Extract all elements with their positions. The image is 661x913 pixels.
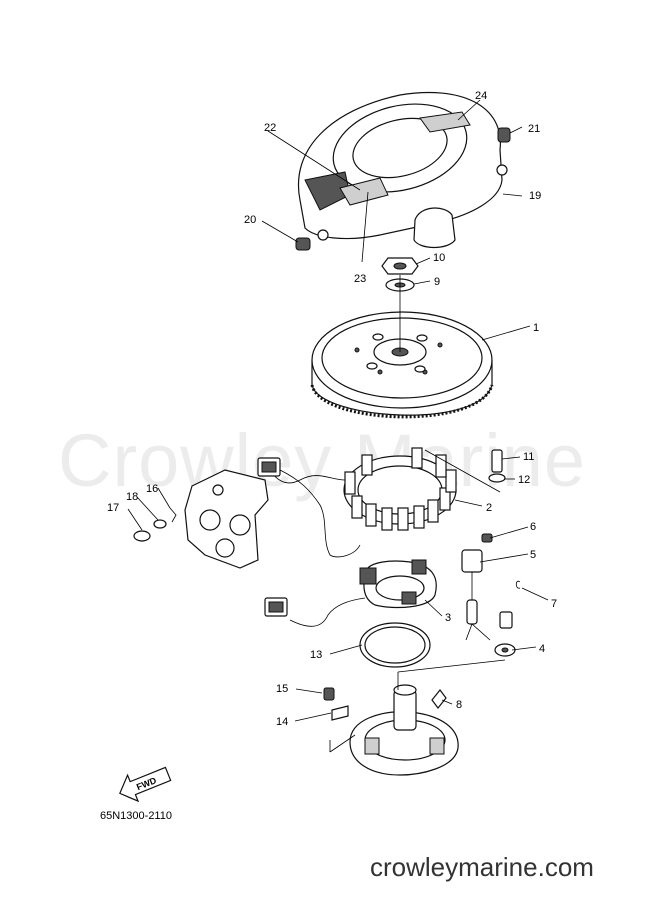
bolt-20 bbox=[295, 237, 311, 251]
plate-14 bbox=[331, 705, 349, 721]
callout-22: 22 bbox=[264, 122, 276, 134]
callout-12: 12 bbox=[518, 474, 530, 486]
stator bbox=[269, 447, 457, 531]
callout-21: 21 bbox=[528, 123, 540, 135]
callout-14: 14 bbox=[276, 716, 288, 728]
callout-20: 20 bbox=[244, 214, 256, 226]
clip-7 bbox=[515, 580, 521, 589]
callout-19: 19 bbox=[529, 190, 541, 202]
callout-9: 9 bbox=[434, 276, 440, 288]
grommet-21 bbox=[497, 127, 511, 143]
callout-1: 1 bbox=[533, 322, 539, 334]
callout-24: 24 bbox=[475, 90, 487, 102]
callout-6: 6 bbox=[530, 521, 536, 533]
callout-3: 3 bbox=[445, 612, 451, 624]
flywheel-cover bbox=[298, 91, 508, 249]
bolt-7b bbox=[499, 611, 513, 629]
leader-lines bbox=[127, 99, 549, 753]
ignition-bracket bbox=[184, 469, 269, 569]
pulser-coil bbox=[264, 559, 437, 627]
site-url: crowleymarine.com bbox=[370, 852, 594, 882]
callout-8: 8 bbox=[456, 699, 462, 711]
washer-18 bbox=[153, 519, 167, 529]
stator-base bbox=[349, 684, 459, 776]
harness-connector bbox=[257, 457, 361, 558]
clip-16 bbox=[169, 507, 177, 523]
clamp-4 bbox=[494, 643, 516, 657]
o-ring bbox=[359, 622, 431, 668]
callout-13: 13 bbox=[310, 649, 322, 661]
callout-16: 16 bbox=[146, 483, 158, 495]
diagram-code: 65N1300-2110 bbox=[100, 810, 172, 822]
bolt-17 bbox=[133, 530, 151, 542]
nut-10 bbox=[381, 257, 419, 275]
bolt-15 bbox=[323, 687, 335, 701]
lead-wire-5 bbox=[461, 549, 491, 641]
callout-17: 17 bbox=[107, 502, 119, 514]
callout-11: 11 bbox=[523, 451, 534, 463]
washer-12 bbox=[488, 473, 506, 483]
callout-10: 10 bbox=[433, 252, 445, 264]
flywheel bbox=[310, 311, 494, 419]
callout-18: 18 bbox=[126, 491, 138, 503]
forward-arrow-icon: FWD bbox=[119, 766, 172, 803]
callout-4: 4 bbox=[539, 643, 545, 655]
callout-7: 7 bbox=[551, 598, 557, 610]
bolt-11 bbox=[491, 449, 503, 473]
callout-5: 5 bbox=[530, 549, 536, 561]
callout-2: 2 bbox=[486, 502, 492, 514]
callout-15: 15 bbox=[276, 683, 288, 695]
screw-6 bbox=[481, 533, 493, 543]
pin-8 bbox=[431, 689, 447, 709]
callout-23: 23 bbox=[354, 273, 366, 285]
